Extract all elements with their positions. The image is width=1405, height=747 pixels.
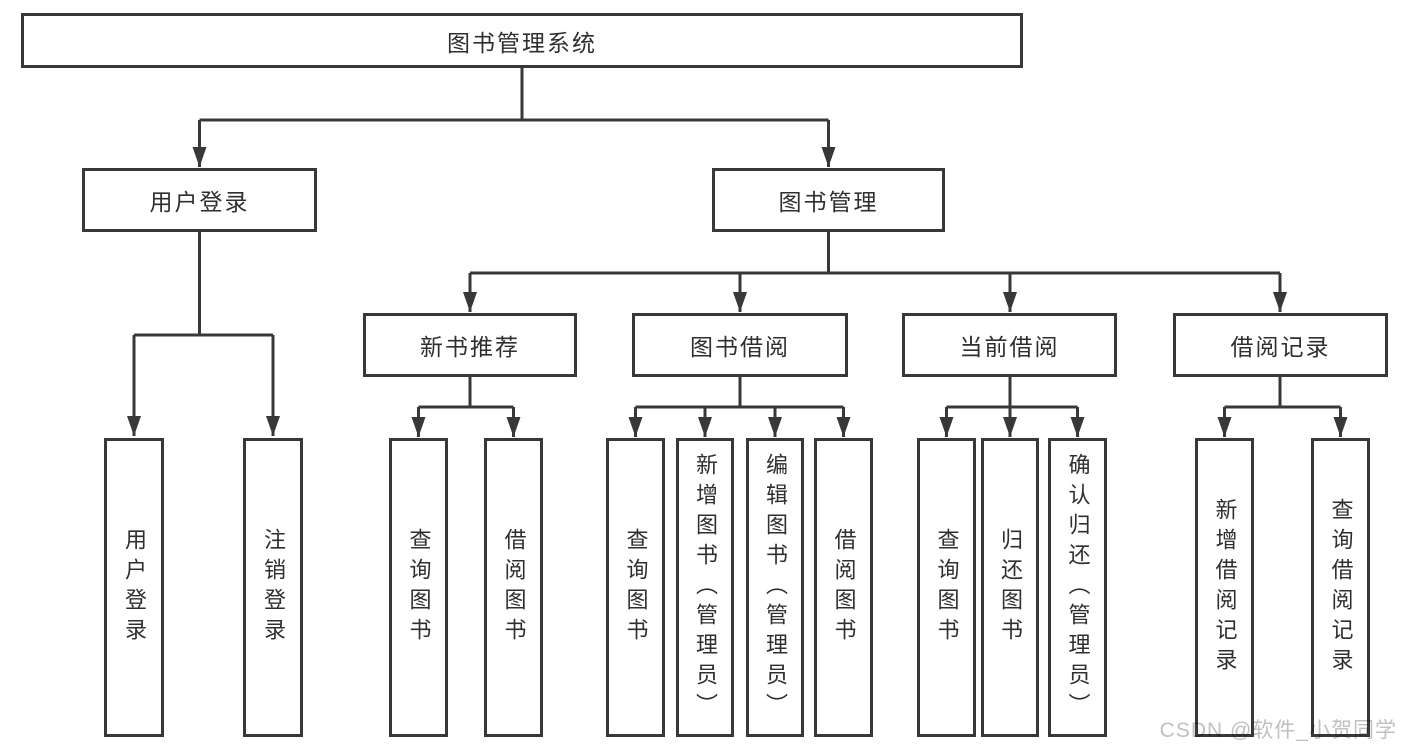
leaf-borrow-books-borrowing: 借阅图书 — [814, 438, 873, 737]
leaf-borrow-books-recommend: 借阅图书 — [484, 438, 543, 737]
leaf-add-borrow-record: 新增借阅记录 — [1195, 438, 1254, 737]
leaf-query-books-borrowing: 查询图书 — [606, 438, 665, 737]
csdn-watermark: CSDN @软件_小贺同学 — [1159, 719, 1397, 742]
leaf-add-books-admin: 新增图书（管理员） — [676, 438, 734, 737]
leaf-logout: 注销登录 — [243, 438, 303, 737]
leaf-edit-books-admin: 编辑图书（管理员） — [746, 438, 804, 737]
leaf-user-login: 用户登录 — [104, 438, 164, 737]
node-book-management-branch: 图书管理 — [712, 168, 945, 232]
leaf-return-books: 归还图书 — [981, 438, 1039, 737]
node-new-book-recommendation: 新书推荐 — [363, 313, 577, 377]
node-library-management-system: 图书管理系统 — [21, 13, 1023, 68]
leaf-confirm-return-admin: 确认归还（管理员） — [1048, 438, 1107, 737]
leaf-query-borrow-record: 查询借阅记录 — [1311, 438, 1370, 737]
node-current-borrowing: 当前借阅 — [902, 313, 1117, 377]
leaf-query-books-current: 查询图书 — [917, 438, 976, 737]
node-user-login-branch: 用户登录 — [82, 168, 317, 232]
node-borrowing-records: 借阅记录 — [1173, 313, 1388, 377]
node-book-borrowing: 图书借阅 — [632, 313, 848, 377]
leaf-query-books-recommend: 查询图书 — [389, 438, 448, 737]
